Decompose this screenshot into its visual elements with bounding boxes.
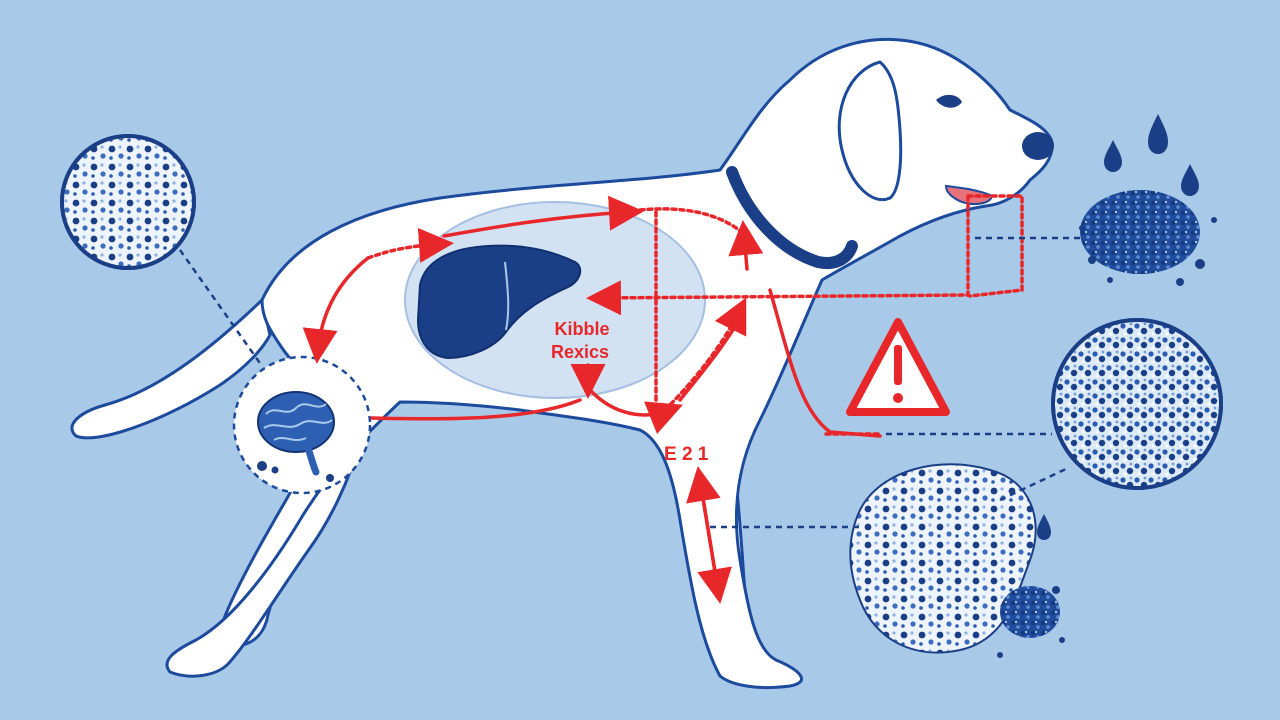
texture-cluster-bottom-right — [710, 463, 1069, 658]
warning-triangle-icon — [846, 318, 950, 416]
arrow-leg-up — [678, 313, 744, 402]
arrow-neck-up — [728, 220, 764, 271]
arrow-to-warning — [768, 288, 882, 438]
liver-icon — [416, 244, 582, 360]
red-arrow-network — [302, 194, 1024, 604]
eye — [936, 94, 962, 108]
arrow-body-to-liver — [366, 227, 454, 263]
nose — [1022, 132, 1054, 160]
arrow-to-brain — [302, 256, 370, 364]
organ-label-line2: Rexics — [551, 342, 609, 362]
leg-code-label: E 2 1 — [664, 444, 709, 465]
arrow-organ-to-leg — [590, 390, 684, 435]
collar — [726, 166, 858, 269]
arrow-mouth-to-liver — [586, 194, 970, 316]
texture-callout-right — [886, 318, 1223, 490]
brain-icon — [257, 391, 335, 482]
kibble-pile — [975, 190, 1217, 286]
texture-callout-top-left — [60, 134, 264, 367]
arrow-brain-to-organ — [370, 398, 582, 421]
organ-label-line1: Kibble — [554, 319, 609, 339]
arrow-mouth-loop — [966, 194, 1024, 298]
arrow-top — [442, 195, 644, 238]
leg-arrow-up — [686, 466, 721, 592]
water-drop-icon — [1037, 114, 1199, 540]
arrow-leg-up-dotted — [663, 297, 747, 412]
